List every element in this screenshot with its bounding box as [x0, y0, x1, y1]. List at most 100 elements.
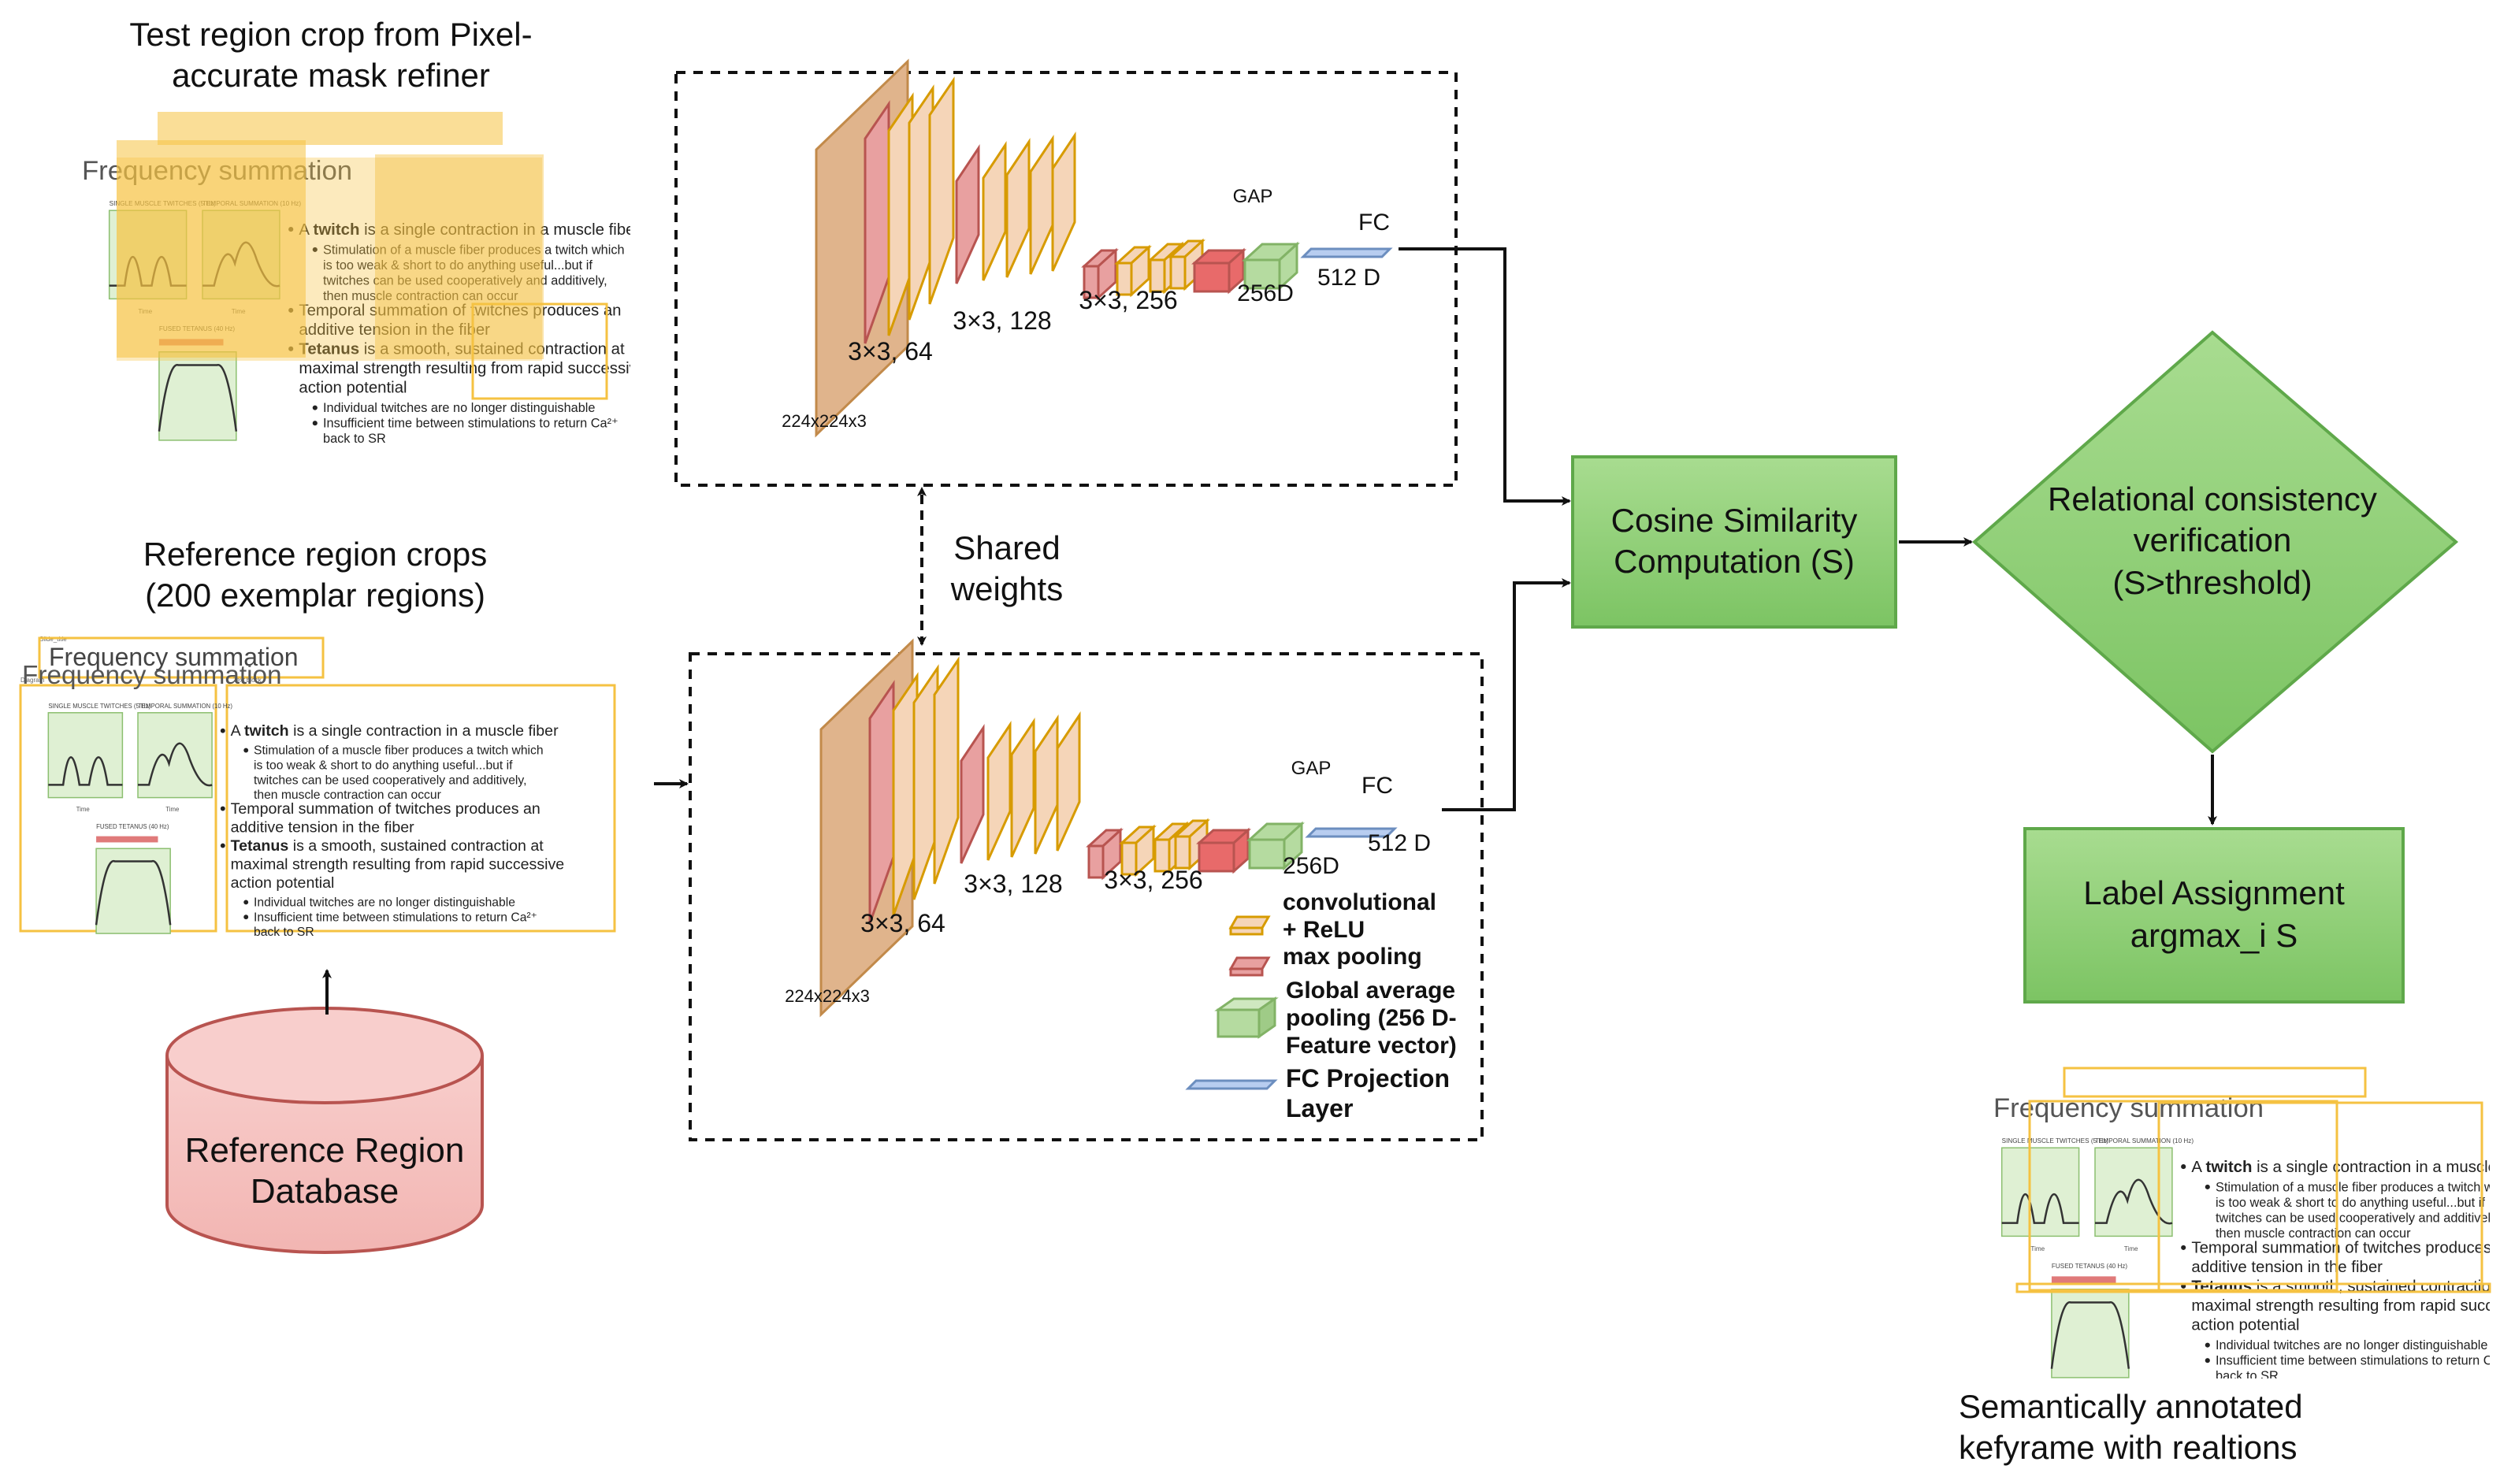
network-top-layers [815, 58, 1393, 438]
bullet-text: then muscle contraction can occur [2216, 1226, 2411, 1241]
bullet-text: Insufficient time between stimulations t… [2216, 1354, 2500, 1368]
legend-fc-line2: Layer [1286, 1094, 1353, 1122]
bottom-fc-dim-label: 512 D [1368, 830, 1431, 856]
network-bottom-layers [819, 638, 1398, 1018]
bullet-dot [312, 421, 318, 426]
bullet-text: Tetanus is a smooth, sustained contracti… [231, 837, 544, 855]
top-stage3-layer [1114, 244, 1152, 298]
top-stage2-layer [1005, 138, 1031, 278]
graph-curve [138, 742, 213, 787]
highlight-box [2028, 1100, 2338, 1292]
bottom-stage3-layer [1086, 827, 1124, 881]
bullet-text: Temporal summation of twitches produces … [231, 800, 540, 818]
bottom-stage2-layer [986, 721, 1012, 861]
reference-crops-caption-line1: Reference region crops [143, 536, 488, 573]
output-caption-line1: Semantically annotated [1959, 1388, 2303, 1425]
bullet-text: additive tension in the fiber [2191, 1259, 2383, 1276]
highlight-overlay [117, 140, 306, 358]
graph-curve [95, 860, 172, 926]
text-region-box [225, 684, 616, 933]
graph-label: SINGLE MUSCLE TWITCHES (5 Hz) [48, 703, 150, 710]
stimulus-bar [2051, 1276, 2116, 1283]
highlight-overlay [117, 158, 542, 361]
top-fc-label: FC [1358, 210, 1390, 236]
highlight-overlay [158, 112, 503, 145]
legend-pool-swatch [1228, 956, 1271, 970]
relational-line1: Relational consistency [2048, 480, 2377, 518]
top-stage3-layer [1081, 247, 1119, 301]
legend-pool-label: max pooling [1283, 944, 1422, 970]
bottom-stage1-layer [933, 656, 960, 885]
top-stage2-layer [1051, 132, 1076, 272]
bullet-text: maximal strength resulting from rapid su… [2191, 1297, 2500, 1315]
top-stage3-label: 3×3, 256 [1079, 286, 1177, 314]
bullet-text: twitches can be used cooperatively and a… [254, 774, 526, 787]
graph-label: FUSED TETANUS (40 Hz) [96, 823, 169, 830]
bullet-dot [243, 900, 249, 905]
bullet-text: Temporal summation of twitches produces … [2191, 1240, 2500, 1257]
cosine-similarity-box: Cosine Similarity Computation (S) [1571, 455, 1897, 629]
bottom-stage3-label: 3×3, 256 [1104, 866, 1202, 894]
relational-verification-diamond: Relational consistency verification (S>t… [1971, 330, 2459, 754]
reference-crops-caption-line2: (200 exemplar regions) [145, 577, 485, 614]
bullet-text: Insufficient time between stimulations t… [323, 417, 618, 431]
graph-area [47, 712, 124, 799]
cosine-line2: Computation (S) [1614, 543, 1855, 580]
bullet-text: twitches can be used cooperatively and a… [2216, 1211, 2500, 1225]
bullet-dot [312, 247, 318, 252]
shared-weights-line1: Shared [953, 529, 1060, 566]
slide-title-box [38, 636, 325, 679]
test-crop-caption-line1: Test region crop from Pixel- [129, 16, 532, 53]
graph-axis-label: Time [76, 806, 90, 813]
bullet-dot [2205, 1184, 2210, 1189]
graph-axis-label: Time [2030, 1245, 2045, 1252]
bullet-dot [243, 915, 249, 920]
legend-fc-swatch [1185, 1079, 1278, 1090]
bullet-dot [2205, 1358, 2210, 1363]
bullet-text: Stimulation of a muscle fiber produces a… [2216, 1180, 2500, 1194]
graph-area [2051, 1288, 2130, 1378]
bottom-stage1-label: 3×3, 64 [860, 909, 945, 937]
output-caption-line2: kefyrame with realtions [1959, 1429, 2298, 1466]
bullet-text: additive tension in the fiber [299, 321, 490, 339]
bottom-fc-layer [1305, 827, 1398, 838]
top-input-size-label: 224x224x3 [782, 411, 867, 431]
top-stage2-label: 3×3, 128 [953, 306, 1051, 335]
graph-area [2000, 1147, 2080, 1237]
bullet-text: Stimulation of a muscle fiber produces a… [254, 744, 544, 758]
legend-gap-line3: Feature vector) [1286, 1033, 1457, 1059]
bottom-stage2-layer [1056, 711, 1081, 851]
bullet-text: A twitch is a single contraction in a mu… [2191, 1159, 2500, 1176]
bullet-text: Individual twitches are no longer distin… [323, 401, 596, 415]
bottom-stage2-layer [1034, 714, 1059, 855]
label-assignment-line1: Label Assignment [2083, 874, 2345, 911]
bullet-text: twitches can be used cooperatively and a… [323, 273, 607, 288]
shared-weights-line2: weights [950, 570, 1063, 607]
bullet-dot [243, 748, 249, 753]
bullet-text: Insufficient time between stimulations t… [254, 911, 537, 924]
bullet-text: back to SR [2216, 1369, 2279, 1383]
network-top-box [674, 71, 1458, 487]
slide-header-label: Text block [233, 677, 262, 684]
bullet-text: action potential [2191, 1317, 2299, 1334]
top-fc-dim-label: 512 D [1317, 265, 1380, 291]
graph-label: FUSED TETANUS (40 Hz) [2052, 1263, 2128, 1270]
bottom-gap-cube [1246, 821, 1305, 871]
bullet-dot [2205, 1342, 2210, 1348]
top-stage2-layer [982, 141, 1007, 281]
bottom-stage3-layer [1119, 824, 1157, 877]
graph-label: TEMPORAL SUMMATION (10 Hz) [138, 703, 232, 710]
bullet-text: back to SR [254, 926, 314, 939]
database-label-line1: Reference Region [185, 1131, 465, 1170]
bullet-text: then muscle contraction can occur [254, 788, 441, 802]
slide-header-label: Diagram [20, 677, 45, 684]
top-gap-dim-label: 256D [1237, 280, 1294, 306]
graph-curve [2001, 1193, 2079, 1224]
top-fc-to-cosine-connector [1399, 247, 1571, 506]
graph-curve [48, 756, 123, 786]
top-gap-cube [1242, 241, 1300, 291]
